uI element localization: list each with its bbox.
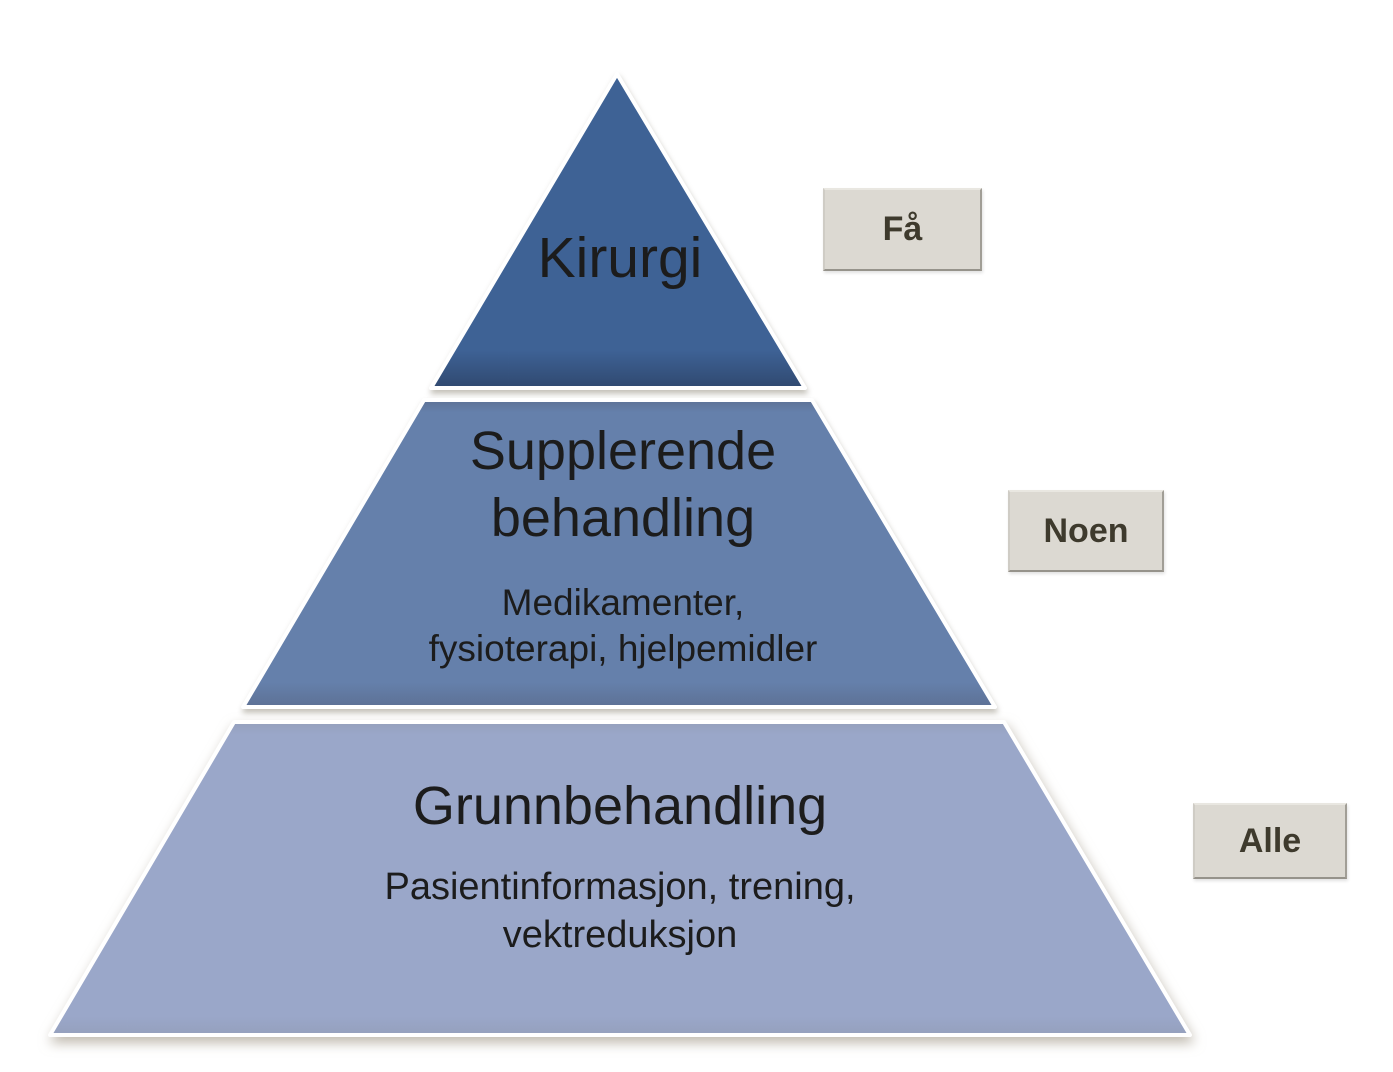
audience-label-all-text: Alle: [1238, 821, 1302, 860]
audience-label-some-text: Noen: [1043, 511, 1129, 550]
audience-label-few: Få: [823, 188, 982, 271]
level-bottom-subtitle: Pasientinformasjon, trening, vektreduksj…: [384, 866, 856, 956]
level-middle-title: Supplerende behandling: [469, 421, 777, 548]
audience-label-some: Noen: [1008, 490, 1164, 572]
pyramid-level-bottom-shape: [48, 720, 1192, 1037]
level-middle-subtitle: Medikamenter, fysioterapi, hjelpemidler: [428, 582, 818, 670]
pyramid-level-middle-shape: [241, 398, 997, 709]
level-bottom-title: Grunnbehandling: [412, 776, 828, 836]
level-top-title: Kirurgi: [537, 226, 703, 290]
audience-label-all: Alle: [1193, 803, 1347, 879]
pyramid-level-top-shape: [429, 72, 807, 390]
audience-label-few-text: Få: [882, 210, 923, 248]
